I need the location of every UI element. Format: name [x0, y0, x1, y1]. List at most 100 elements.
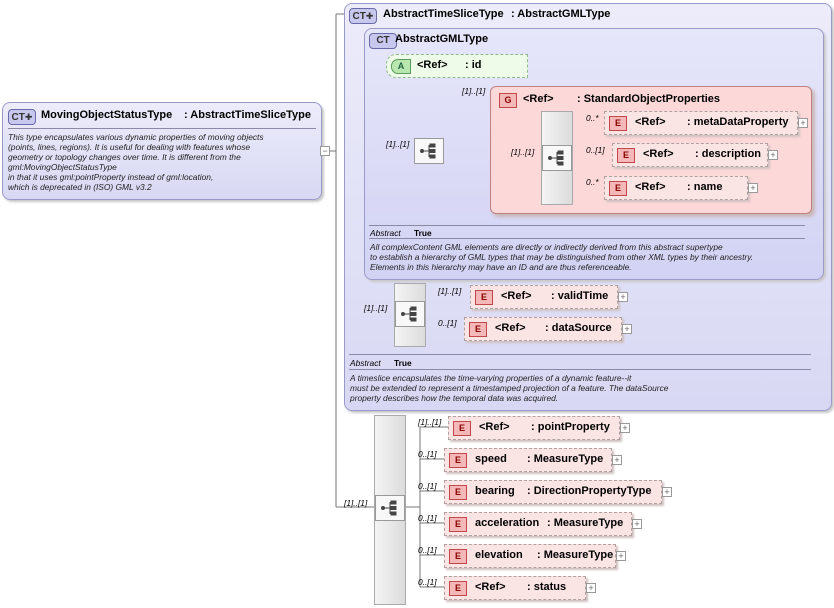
element-type: : pointProperty — [531, 421, 610, 433]
sequence-icon[interactable] — [375, 495, 405, 521]
element-name: : validTime — [551, 290, 609, 302]
element-badge: E — [609, 181, 627, 196]
expand-toggle[interactable]: + — [768, 150, 778, 160]
element-type: : MeasureType — [527, 453, 604, 465]
cardinality: [1]..[1] — [344, 498, 368, 508]
element-label: <Ref> — [479, 421, 510, 433]
element-ref: <Ref> — [643, 148, 674, 160]
root-complex-type[interactable]: CT✚ MovingObjectStatusType : AbstractTim… — [2, 102, 322, 200]
cardinality: [1]..[1] — [418, 417, 442, 427]
timeslice-type-name: AbstractTimeSliceType — [383, 8, 504, 20]
timeslice-type-base: : AbstractGMLType — [511, 8, 611, 20]
element-label: speed — [475, 453, 507, 465]
collapse-toggle[interactable]: − — [320, 146, 330, 156]
expand-toggle[interactable]: + — [612, 455, 622, 465]
sequence-icon[interactable] — [414, 138, 444, 164]
element-ref: <Ref> — [495, 322, 526, 334]
element-status[interactable]: E <Ref> : status — [444, 576, 586, 600]
divider — [8, 128, 316, 129]
expand-toggle[interactable]: + — [618, 292, 628, 302]
element-badge: E — [475, 290, 493, 305]
expand-toggle[interactable]: + — [586, 583, 596, 593]
group-badge: G — [499, 93, 517, 108]
abstract-value: True — [394, 358, 412, 368]
element-acceleration[interactable]: E acceleration : MeasureType — [444, 512, 632, 536]
cardinality: [1]..[1] — [364, 303, 388, 313]
cardinality: 0..[1] — [418, 481, 437, 491]
attribute-badge: A — [391, 59, 411, 74]
divider — [349, 369, 811, 370]
expand-toggle[interactable]: + — [620, 423, 630, 433]
abstract-label: Abstract — [350, 358, 381, 368]
element-name: : name — [687, 181, 723, 193]
element-name-ref[interactable]: E <Ref> : name — [604, 176, 748, 200]
element-badge: E — [469, 322, 487, 337]
gml-type-name: AbstractGMLType — [395, 33, 489, 45]
cardinality: 0..[1] — [586, 145, 605, 155]
element-name: : dataSource — [545, 322, 612, 334]
cardinality: [1]..[1] — [438, 286, 462, 296]
complex-type-icon: CT — [369, 33, 397, 49]
element-badge: E — [453, 421, 471, 436]
element-badge: E — [617, 148, 635, 163]
element-speed[interactable]: E speed : MeasureType — [444, 448, 612, 472]
attribute-id[interactable]: A <Ref> : id — [386, 54, 528, 78]
element-description[interactable]: E <Ref> : description — [612, 143, 768, 167]
attribute-ref: <Ref> — [417, 59, 448, 71]
divider — [369, 238, 805, 239]
complex-type-icon: CT✚ — [8, 109, 36, 125]
root-type-base: : AbstractTimeSliceType — [184, 109, 311, 121]
cardinality: 0..[1] — [438, 318, 457, 328]
root-description: This type encapsulates various dynamic p… — [8, 132, 264, 192]
element-label: bearing — [475, 485, 515, 497]
element-name: : metaDataProperty — [687, 116, 789, 128]
element-ref: <Ref> — [635, 181, 666, 193]
abstract-label: Abstract — [370, 228, 401, 238]
element-type: : DirectionPropertyType — [527, 485, 652, 497]
cardinality: 0..[1] — [418, 577, 437, 587]
expand-toggle[interactable]: + — [798, 118, 808, 128]
sequence-icon[interactable] — [542, 145, 572, 171]
element-type: : status — [527, 581, 567, 593]
element-ref: <Ref> — [635, 116, 666, 128]
element-badge: E — [449, 453, 467, 468]
expand-toggle[interactable]: + — [632, 519, 642, 529]
cardinality: [1]..[1] — [462, 86, 486, 96]
element-badge: E — [449, 485, 467, 500]
element-badge: E — [609, 116, 627, 131]
element-pointproperty[interactable]: E <Ref> : pointProperty — [448, 416, 620, 440]
cardinality: 0..[1] — [418, 545, 437, 555]
element-validtime[interactable]: E <Ref> : validTime — [470, 285, 618, 309]
element-label: acceleration — [475, 517, 540, 529]
cardinality: 0..* — [586, 177, 599, 187]
divider — [369, 225, 805, 226]
expand-toggle[interactable]: + — [748, 183, 758, 193]
cardinality: [1]..[1] — [511, 147, 535, 157]
cardinality: 0..* — [586, 113, 599, 123]
sequence-icon[interactable] — [395, 301, 425, 327]
timeslice-description: A timeslice encapsulates the time-varyin… — [350, 373, 669, 403]
root-type-name: MovingObjectStatusType — [41, 109, 173, 121]
divider — [349, 354, 811, 355]
expand-toggle[interactable]: + — [622, 324, 632, 334]
element-badge: E — [449, 549, 467, 564]
element-type: : MeasureType — [547, 517, 624, 529]
expand-toggle[interactable]: + — [662, 487, 672, 497]
abstract-value: True — [414, 228, 432, 238]
group-ref: <Ref> — [523, 93, 554, 105]
element-type: : MeasureType — [537, 549, 614, 561]
element-label: <Ref> — [475, 581, 506, 593]
expand-toggle[interactable]: + — [616, 551, 626, 561]
element-metadataproperty[interactable]: E <Ref> : metaDataProperty — [604, 111, 798, 135]
cardinality: 0..[1] — [418, 513, 437, 523]
element-bearing[interactable]: E bearing : DirectionPropertyType — [444, 480, 662, 504]
element-label: elevation — [475, 549, 523, 561]
element-datasource[interactable]: E <Ref> : dataSource — [464, 317, 622, 341]
element-elevation[interactable]: E elevation : MeasureType — [444, 544, 616, 568]
gml-description: All complexContent GML elements are dire… — [370, 242, 754, 272]
element-ref: <Ref> — [501, 290, 532, 302]
cardinality: [1]..[1] — [386, 139, 410, 149]
element-badge: E — [449, 517, 467, 532]
element-badge: E — [449, 581, 467, 596]
group-header: G <Ref> : StandardObjectProperties — [495, 89, 725, 111]
